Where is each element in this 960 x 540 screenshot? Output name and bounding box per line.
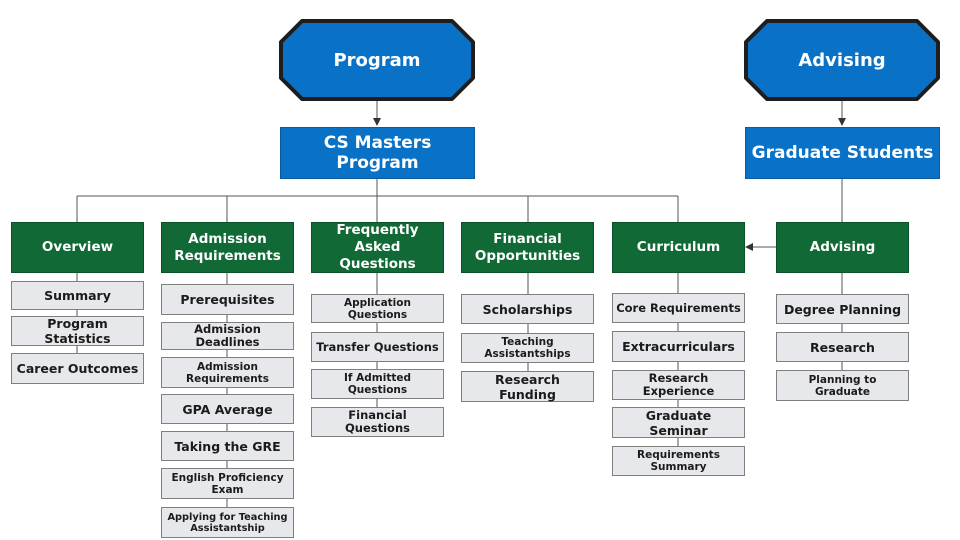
advising-node: Advising: [776, 222, 909, 273]
applying-for-teaching-assistantship-item: Applying for Teaching Assistantship: [161, 507, 294, 538]
financial-opportunities-node: Financial Opportunities: [461, 222, 594, 273]
overview-node: Overview: [11, 222, 144, 273]
planning-to-graduate-item: Planning to Graduate: [776, 370, 909, 401]
prerequisites-item: Prerequisites: [161, 284, 294, 315]
application-questions-item: Application Questions: [311, 294, 444, 323]
program-node: Program: [278, 18, 476, 102]
if-admitted-questions-item: If Admitted Questions: [311, 369, 444, 399]
taking-the-gre-item: Taking the GRE: [161, 431, 294, 461]
octagon-shape: [279, 19, 475, 101]
advising-top-node: Advising: [743, 18, 941, 102]
degree-planning-item: Degree Planning: [776, 294, 909, 324]
program-label: Program: [333, 49, 421, 71]
graduate-seminar-item: Graduate Seminar: [612, 407, 745, 438]
teaching-assistantships-item: Teaching Assistantships: [461, 333, 594, 363]
admission-deadlines-item: Admission Deadlines: [161, 322, 294, 350]
program-statistics-item: Program Statistics: [11, 316, 144, 346]
graduate-students-node: Graduate Students: [745, 127, 940, 179]
career-outcomes-item: Career Outcomes: [11, 353, 144, 384]
research-item: Research: [776, 332, 909, 362]
requirements-summary-item: Requirements Summary: [612, 446, 745, 476]
curriculum-node: Curriculum: [612, 222, 745, 273]
advising-top-label: Advising: [798, 49, 886, 71]
extracurriculars-item: Extracurriculars: [612, 331, 745, 362]
summary-item: Summary: [11, 281, 144, 310]
gpa-average-item: GPA Average: [161, 394, 294, 424]
octagon-shape: [744, 19, 940, 101]
scholarships-item: Scholarships: [461, 294, 594, 324]
transfer-questions-item: Transfer Questions: [311, 332, 444, 362]
financial-questions-item: Financial Questions: [311, 407, 444, 437]
research-experience-item: Research Experience: [612, 370, 745, 400]
cs-masters-program-node: CS Masters Program: [280, 127, 475, 179]
faq-node: Frequently Asked Questions: [311, 222, 444, 273]
core-requirements-item: Core Requirements: [612, 293, 745, 323]
admission-requirements-node: Admission Requirements: [161, 222, 294, 273]
english-proficiency-exam-item: English Proficiency Exam: [161, 468, 294, 499]
admission-requirements-item: Admission Requirements: [161, 357, 294, 388]
research-funding-item: Research Funding: [461, 371, 594, 402]
